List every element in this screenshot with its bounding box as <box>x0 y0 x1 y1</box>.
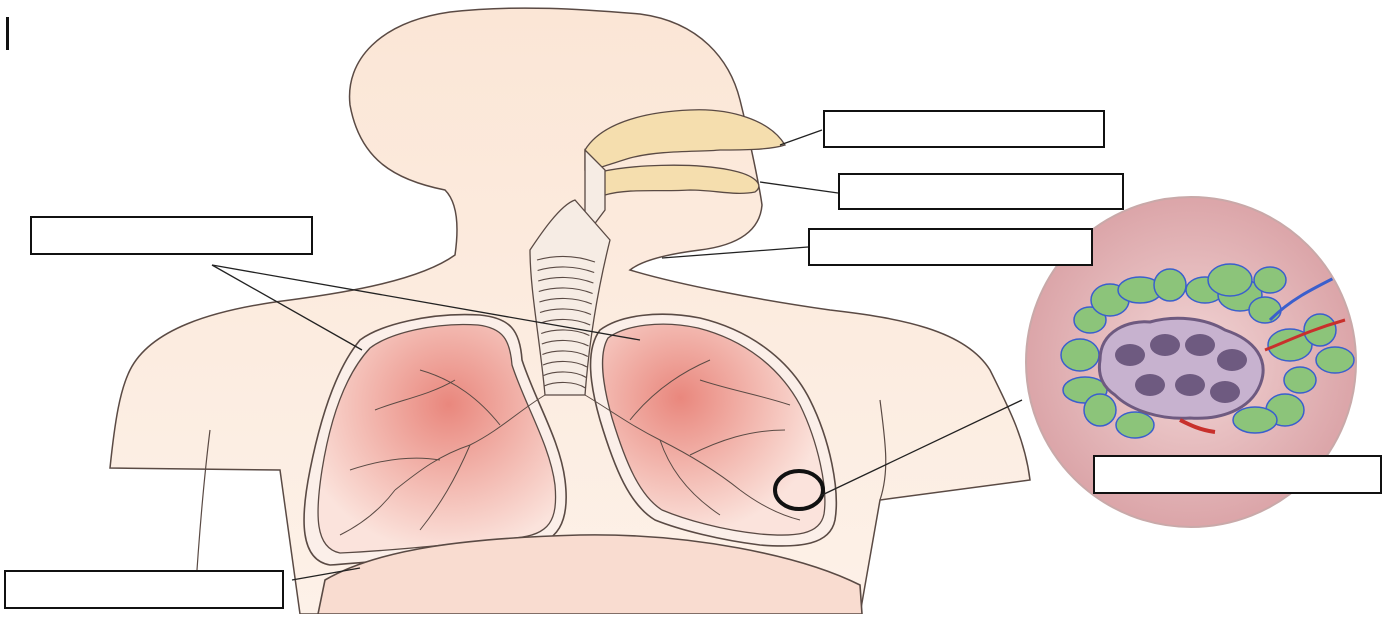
label-box-nasal-cavity[interactable] <box>823 110 1105 148</box>
label-box-mouth[interactable] <box>838 173 1124 210</box>
corner-mark <box>6 17 9 50</box>
label-box-trachea[interactable] <box>808 228 1093 266</box>
alveolus <box>1208 264 1252 296</box>
label-box-diaphragm[interactable] <box>4 570 284 609</box>
alveolus <box>1249 297 1281 323</box>
alveolus <box>1154 269 1186 301</box>
alveolus <box>1254 267 1286 293</box>
alveolus <box>1116 412 1154 438</box>
alveolar-sac-chamber <box>1115 344 1145 366</box>
alveolus <box>1233 407 1277 433</box>
alveolar-sac-chamber <box>1217 349 1247 371</box>
alveolus <box>1061 339 1099 371</box>
leader-mouth <box>760 182 838 193</box>
label-box-alveoli[interactable] <box>1093 455 1382 494</box>
alveolar-sac-chamber <box>1135 374 1165 396</box>
alveolar-sac-chamber <box>1150 334 1180 356</box>
alveolus <box>1316 347 1354 373</box>
alveolar-sac-chamber <box>1185 334 1215 356</box>
alveolus <box>1084 394 1116 426</box>
leader-nasal-cavity <box>780 130 822 145</box>
alveolar-sac-chamber <box>1175 374 1205 396</box>
alveolar-sac-chamber <box>1210 381 1240 403</box>
alveolus <box>1284 367 1316 393</box>
label-box-lungs[interactable] <box>30 216 313 255</box>
alveolus <box>1304 314 1336 346</box>
